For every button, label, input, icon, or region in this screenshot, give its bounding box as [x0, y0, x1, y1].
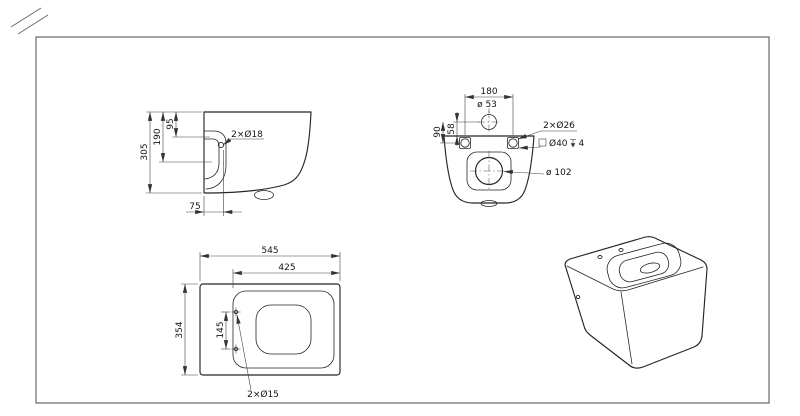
label-counterbore-depth: 4 [579, 139, 585, 149]
dim-label-305: 305 [140, 143, 150, 160]
dim-label-180: 180 [480, 87, 497, 97]
left-bolt-recess [459, 137, 471, 149]
counterbore-note: Ø40 4 [538, 138, 585, 149]
bowl-inner-3d [618, 251, 670, 283]
plan-view-geometry [199, 283, 341, 376]
dim-label-90: 90 [433, 126, 443, 138]
plan-bowl-opening [255, 304, 312, 355]
bowl-drain-3d [639, 262, 661, 274]
label-counterbore-40: Ø40 [549, 138, 568, 149]
toilet-rear-outline [443, 135, 535, 204]
right-bolt-recess [507, 137, 519, 149]
leader-line-26 [517, 130, 577, 140]
dim-label-425: 425 [278, 263, 295, 273]
toilet-3d-top-edges [566, 265, 704, 292]
top-hole-left-3d [597, 255, 603, 259]
bowl-rim-3d [606, 242, 682, 289]
side-view-geometry [203, 111, 312, 200]
plan-view: 545 425 354 145 2×Ø15 [175, 246, 341, 400]
isometric-view [564, 236, 708, 369]
label-outlet-102: ø 102 [546, 168, 572, 178]
corner-mark [17, 14, 49, 35]
label-seat-holes-15: 2×Ø15 [247, 389, 279, 400]
side-view: 305 190 95 75 2×Ø18 [140, 111, 312, 216]
leader-line-102 [503, 169, 545, 175]
dim-label-58: 58 [447, 123, 457, 135]
dim-label-545: 545 [261, 246, 278, 256]
side-view-dimensions: 305 190 95 75 2×Ø18 [140, 111, 264, 216]
right-bolt-hole [508, 138, 518, 148]
drawing-frame [35, 36, 770, 404]
label-bolt-holes-26: 2×Ø26 [543, 120, 575, 131]
side-trap-inner [203, 138, 220, 180]
rear-view-geometry [443, 111, 535, 207]
rear-view: 180 ø 53 58 90 2×Ø26 Ø40 4 ø 102 [433, 87, 585, 207]
counterbore-symbol-icon [538, 138, 547, 147]
dim-label-190: 190 [153, 128, 163, 145]
leader-line [222, 137, 232, 146]
depth-symbol-icon [570, 139, 576, 148]
top-hole-right-3d [618, 248, 624, 252]
plan-outer-rim [199, 283, 341, 376]
corner-mark [10, 7, 42, 28]
toilet-side-profile [203, 111, 312, 194]
depth-symbol-arrow [570, 143, 576, 148]
label-inlet-53: ø 53 [477, 100, 497, 110]
leader-line-15 [236, 314, 252, 391]
side-hole-3d [575, 294, 581, 300]
rear-view-dimensions: 180 ø 53 58 90 2×Ø26 Ø40 4 ø 102 [433, 87, 585, 178]
toilet-3d-body [564, 236, 708, 369]
rear-outlet-spigot [480, 200, 498, 207]
dim-label-145: 145 [216, 321, 226, 338]
left-bolt-hole [460, 138, 470, 148]
label-holes-2x18: 2×Ø18 [231, 129, 263, 140]
side-outlet-spigot [254, 190, 274, 200]
dim-label-95: 95 [166, 118, 176, 129]
corner-marks [10, 7, 49, 35]
plan-view-dimensions: 545 425 354 145 2×Ø15 [175, 246, 341, 400]
dim-label-75: 75 [189, 202, 200, 212]
side-trap-outer [203, 130, 227, 190]
dim-label-354: 354 [175, 321, 185, 338]
toilet-3d-front-corner-edge [620, 291, 633, 365]
plan-inner-rim [232, 290, 335, 369]
leader-line-40 [518, 145, 542, 150]
seat-hole-lower [231, 344, 241, 354]
seat-hole-upper [231, 307, 241, 317]
